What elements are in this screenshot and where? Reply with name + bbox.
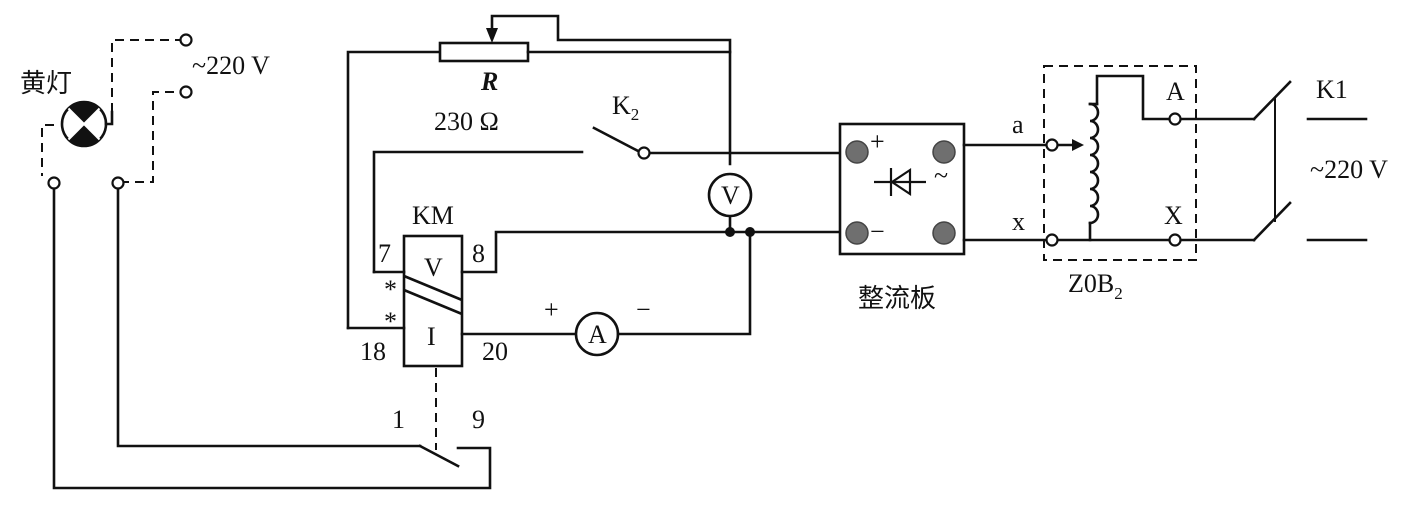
relay-pin-8: 8 [472, 239, 485, 268]
lamp-terminal-right [111, 176, 125, 190]
resistor-value: 230 Ω [434, 107, 499, 136]
junction-dot-left [725, 227, 735, 237]
rectifier-minus-label: − [870, 217, 885, 246]
rectifier-board: + − ~ 整流板 [838, 122, 1048, 314]
rectifier-terminal-ac-bottom [932, 221, 956, 245]
relay-polarity-star-bottom: * [384, 307, 397, 336]
k2-label: K2 [612, 91, 639, 124]
supply-terminal-top [179, 33, 193, 47]
lamp-wire-inner [116, 187, 422, 448]
resistor-label: R [480, 67, 498, 96]
relay-polarity-star-top: * [384, 275, 397, 304]
yellow-lamp-label: 黄灯 [20, 69, 72, 99]
lamp-supply-dash-top [111, 39, 186, 112]
rectifier-terminal-ac-top [932, 140, 956, 164]
contact-pin-1: 1 [392, 405, 405, 434]
k1-label: K1 [1316, 75, 1348, 104]
resistor-R: R 230 Ω [346, 14, 732, 330]
relay-pin-18: 18 [360, 337, 386, 366]
relay-KM: V I KM 7 8 18 20 * * [346, 201, 842, 368]
ammeter-plus: + [544, 295, 559, 324]
contact-pin-9: 9 [472, 405, 485, 434]
rectifier-label: 整流板 [858, 284, 936, 314]
regulator-Z0B2: a x A X Z0B2 [1012, 65, 1197, 303]
k2-blade [592, 126, 642, 154]
k1-blade-top [1252, 80, 1292, 121]
junction-dot-right [745, 227, 755, 237]
yellow-lamp-icon [60, 100, 108, 148]
lamp-lead-right [104, 110, 114, 126]
voltmeter-body [707, 172, 753, 218]
k2-wire-left [372, 150, 584, 274]
switch-K2: K2 [372, 91, 842, 274]
lamp-circuit: ~220 V 黄灯 1 9 [20, 33, 492, 490]
km-contact-blade [418, 444, 460, 468]
rectifier-terminal-minus [845, 221, 869, 245]
regulator-label: Z0B2 [1068, 269, 1123, 303]
terminal-A-label: A [1166, 77, 1185, 106]
k1-blade-bottom [1252, 201, 1292, 242]
resistor-wire-left [346, 50, 442, 330]
lamp-wire-outer [52, 187, 492, 490]
resistor-body [438, 41, 530, 63]
relay-pin-7: 7 [378, 239, 391, 268]
lamp-supply-dash-bottom [120, 91, 186, 183]
ammeter: A + − [544, 227, 755, 357]
voltmeter-symbol: V [721, 181, 740, 210]
relay-voltage-coil: V [424, 253, 443, 282]
terminal-a-label: a [1012, 110, 1024, 139]
lamp-terminal-left [47, 176, 61, 190]
relay-current-coil: I [427, 322, 436, 351]
regulator-dashed-box [1043, 65, 1197, 261]
terminal-a [1045, 138, 1059, 152]
terminal-A [1168, 112, 1182, 126]
autotransformer-coil-icon [1056, 74, 1171, 242]
voltmeter: V [707, 172, 753, 234]
lamp-supply-dash-left [41, 124, 54, 176]
relay-pin8-wire [460, 230, 842, 274]
resistor-wiper-arrow [486, 28, 498, 43]
terminal-x [1045, 233, 1059, 247]
terminal-x-label: x [1012, 207, 1025, 236]
rectifier-terminal-plus [845, 140, 869, 164]
supply-terminal-bottom [179, 85, 193, 99]
supply-label-right: ~220 V [1310, 155, 1388, 184]
ammeter-symbol: A [588, 320, 607, 349]
terminal-X-label: X [1164, 201, 1183, 230]
rectifier-plus-label: + [870, 127, 885, 156]
resistor-wiper [490, 14, 732, 54]
supply-label-left: ~220 V [192, 51, 270, 80]
terminal-X [1168, 233, 1182, 247]
relay-label: KM [412, 201, 454, 230]
ammeter-minus: − [636, 295, 651, 324]
rectifier-ac-label: ~ [934, 161, 948, 190]
switch-K1: K1 ~220 V [1179, 75, 1388, 242]
ammeter-wire-right [616, 230, 752, 336]
diode-icon [874, 167, 926, 197]
relay-pin-20: 20 [482, 337, 508, 366]
k2-terminal [637, 146, 651, 160]
